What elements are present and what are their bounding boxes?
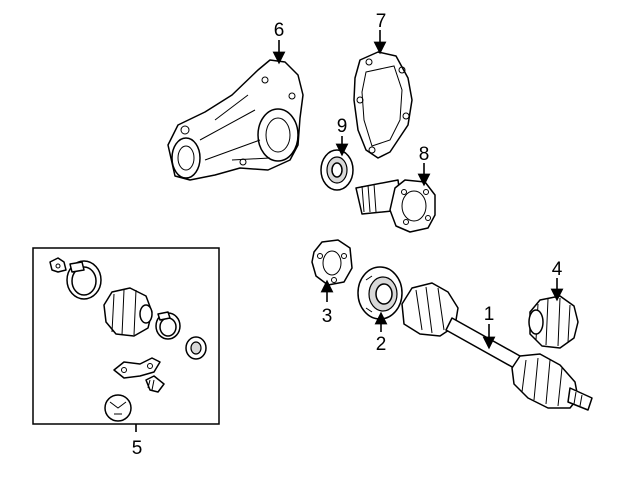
callout-7[interactable]: 7: [376, 11, 387, 32]
kit-small-clamp: [155, 311, 181, 340]
callout-3[interactable]: 3: [322, 306, 333, 327]
seal[interactable]: [320, 149, 354, 191]
boot-kit-box[interactable]: [32, 247, 220, 425]
kit-bushing: [185, 336, 207, 360]
cv-joint[interactable]: [357, 266, 403, 320]
cover-plate[interactable]: [311, 239, 353, 286]
callout-9[interactable]: 9: [337, 116, 348, 137]
rear-cover[interactable]: [353, 51, 413, 159]
callout-8[interactable]: 8: [419, 144, 430, 165]
flange[interactable]: [355, 179, 436, 233]
callout-6[interactable]: 6: [274, 20, 285, 41]
kit-large-clamp: [66, 260, 102, 300]
kit-boot: [103, 287, 153, 337]
callout-4[interactable]: 4: [552, 259, 563, 280]
differential-housing[interactable]: [167, 59, 304, 181]
kit-clip: [49, 257, 67, 273]
boot[interactable]: [528, 295, 579, 349]
callout-2[interactable]: 2: [376, 334, 387, 355]
kit-bracket: [113, 357, 161, 379]
callout-1[interactable]: 1: [484, 304, 495, 325]
kit-bolt: [145, 375, 165, 393]
callout-5[interactable]: 5: [132, 438, 143, 459]
kit-grease-packet: [104, 394, 132, 422]
